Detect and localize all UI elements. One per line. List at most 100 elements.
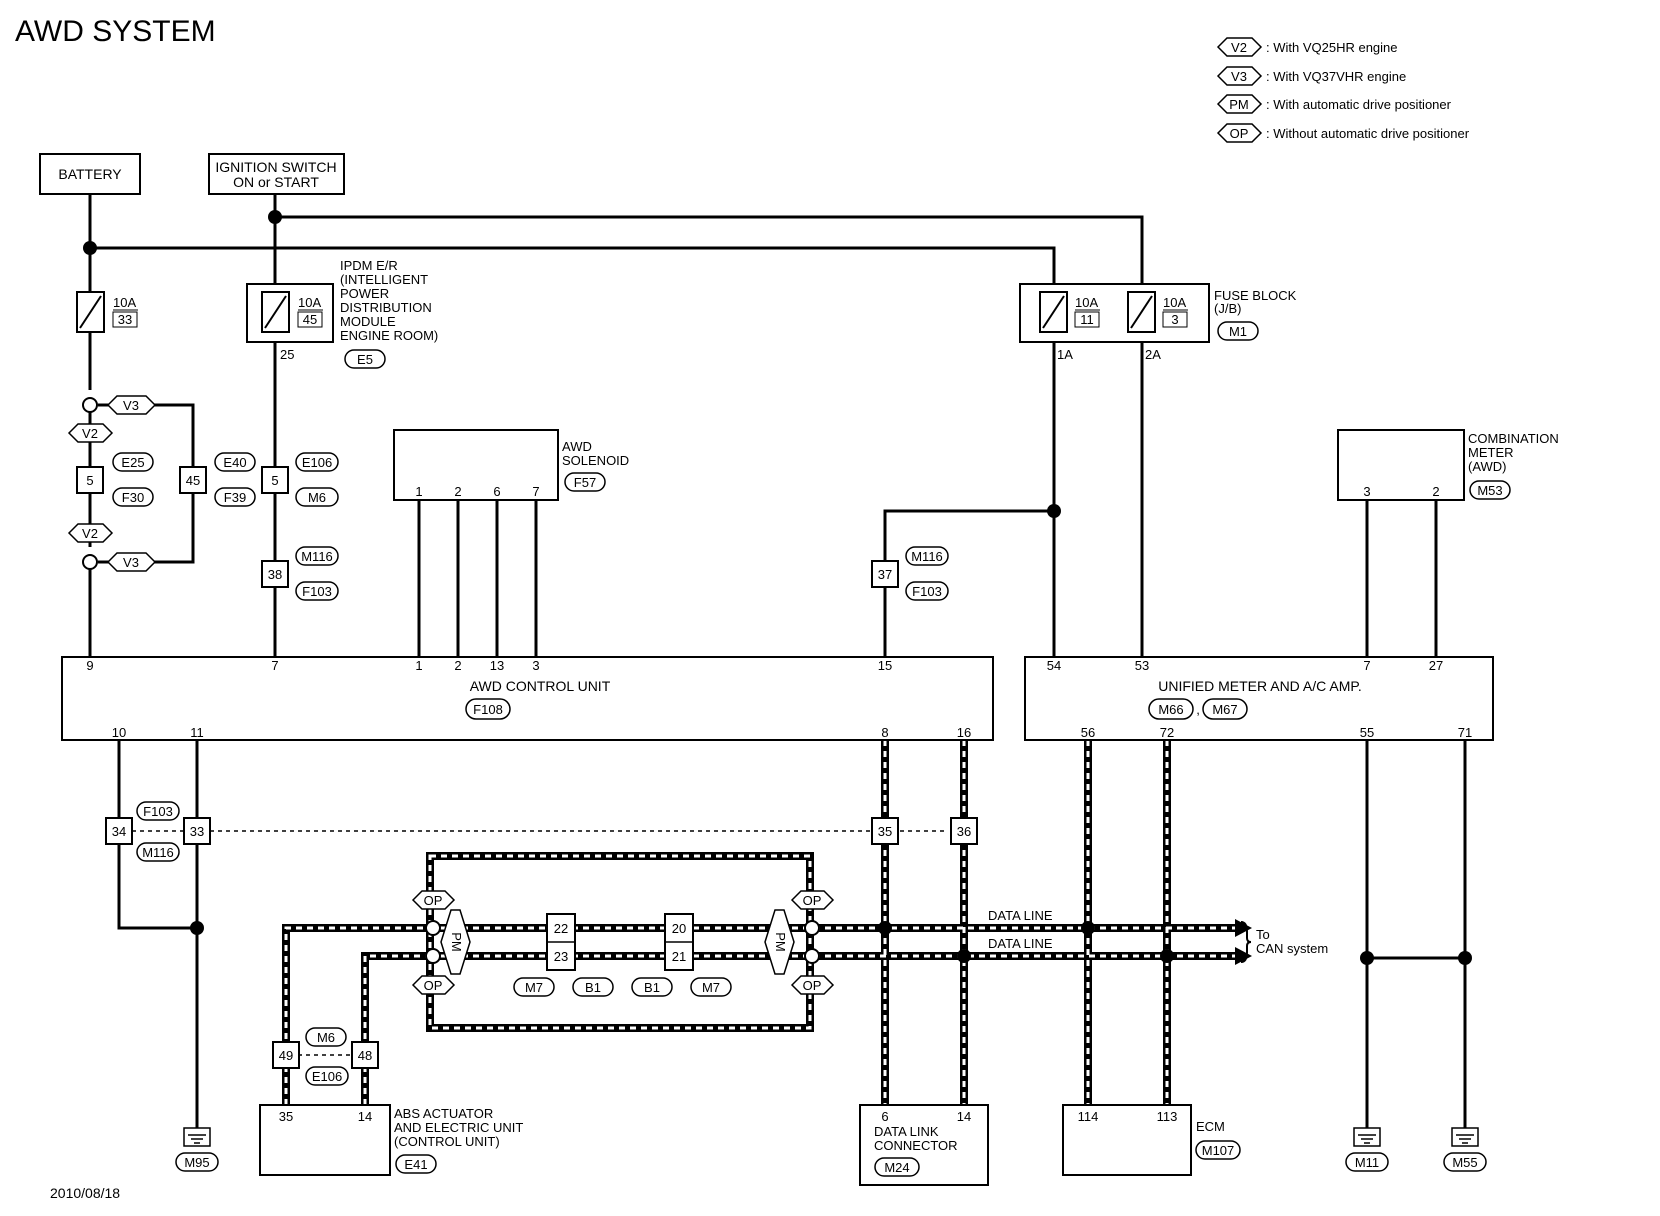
svg-text:7: 7 bbox=[271, 658, 278, 673]
svg-text:M7: M7 bbox=[525, 980, 543, 995]
svg-text:48: 48 bbox=[358, 1048, 372, 1063]
legend-text-v3: : With VQ37VHR engine bbox=[1266, 69, 1406, 84]
ground-wires bbox=[117, 740, 1467, 1128]
svg-text:10A: 10A bbox=[113, 295, 136, 310]
data-link-connector: 6 14 DATA LINK CONNECTOR M24 bbox=[859, 1104, 989, 1186]
svg-text:M116: M116 bbox=[301, 549, 333, 564]
connector-labels: E25 F30 E40 F39 E106 M6 M116 F103 M116 F… bbox=[112, 452, 949, 1086]
svg-text:1: 1 bbox=[415, 658, 422, 673]
svg-text:SOLENOID: SOLENOID bbox=[562, 453, 629, 468]
svg-text:V2: V2 bbox=[82, 426, 98, 441]
svg-text:AWD: AWD bbox=[562, 439, 592, 454]
svg-text:27: 27 bbox=[1429, 658, 1443, 673]
ground-m55: M55 bbox=[1443, 1127, 1487, 1172]
svg-text:E5: E5 bbox=[357, 352, 373, 367]
svg-text:M116: M116 bbox=[142, 845, 174, 860]
junctions bbox=[82, 210, 1472, 965]
svg-text:33: 33 bbox=[118, 312, 132, 327]
ground-symbols: M95 M11 M55 bbox=[175, 1127, 1487, 1172]
svg-text:54: 54 bbox=[1047, 658, 1061, 673]
power-wires bbox=[88, 194, 1438, 665]
svg-text:M7: M7 bbox=[702, 980, 720, 995]
svg-text:DATA LINK: DATA LINK bbox=[874, 1124, 939, 1139]
svg-text:OP: OP bbox=[424, 893, 443, 908]
svg-text:2: 2 bbox=[1432, 484, 1439, 499]
svg-text:13: 13 bbox=[490, 658, 504, 673]
unified-meter-ac-amp: UNIFIED METER AND A/C AMP. M66 , M67 54 … bbox=[1024, 656, 1494, 741]
legend-code-op: OP bbox=[1230, 126, 1249, 141]
fuse-block: 10A 11 10A 3 1A 2A FUSE BLOCK (J/B) M1 bbox=[1019, 283, 1297, 362]
svg-text:PM: PM bbox=[773, 932, 788, 952]
svg-text:2: 2 bbox=[454, 658, 461, 673]
svg-text:16: 16 bbox=[957, 725, 971, 740]
fuse-33: 10A 33 bbox=[76, 291, 138, 333]
svg-text:M6: M6 bbox=[317, 1030, 335, 1045]
svg-text:F103: F103 bbox=[912, 584, 942, 599]
svg-text:AND ELECTRIC UNIT: AND ELECTRIC UNIT bbox=[394, 1120, 523, 1135]
svg-text:DISTRIBUTION: DISTRIBUTION bbox=[340, 300, 432, 315]
svg-text:9: 9 bbox=[86, 658, 93, 673]
svg-text:(AWD): (AWD) bbox=[1468, 459, 1507, 474]
svg-text:(J/B): (J/B) bbox=[1214, 301, 1241, 316]
svg-text:20: 20 bbox=[672, 921, 686, 936]
svg-text:3: 3 bbox=[532, 658, 539, 673]
svg-text:OP: OP bbox=[803, 978, 822, 993]
svg-text:M66: M66 bbox=[1158, 702, 1183, 717]
svg-text:11: 11 bbox=[190, 725, 204, 740]
legend-code-v2: V2 bbox=[1231, 40, 1247, 55]
svg-text:V2: V2 bbox=[82, 526, 98, 541]
svg-text:6: 6 bbox=[493, 484, 500, 499]
ignition-label-2: ON or START bbox=[233, 174, 319, 190]
svg-text:10: 10 bbox=[112, 725, 126, 740]
svg-text:B1: B1 bbox=[585, 980, 601, 995]
svg-text:45: 45 bbox=[303, 312, 317, 327]
svg-text:METER: METER bbox=[1468, 445, 1514, 460]
svg-text:F103: F103 bbox=[143, 804, 173, 819]
svg-text:5: 5 bbox=[271, 473, 278, 488]
svg-text:22: 22 bbox=[554, 921, 568, 936]
svg-text:E40: E40 bbox=[223, 455, 246, 470]
svg-text:36: 36 bbox=[957, 824, 971, 839]
svg-text:OP: OP bbox=[803, 893, 822, 908]
svg-text:45: 45 bbox=[186, 473, 200, 488]
ecm: 114 113 ECM M107 bbox=[1062, 1104, 1241, 1176]
svg-text:6: 6 bbox=[881, 1109, 888, 1124]
svg-text:M53: M53 bbox=[1477, 483, 1502, 498]
ignition-label-1: IGNITION SWITCH bbox=[215, 159, 336, 175]
svg-text:53: 53 bbox=[1135, 658, 1149, 673]
variant-badges: V3 V2 V2 V3 OP OP OP OP PM PM bbox=[67, 395, 835, 995]
svg-text:F39: F39 bbox=[224, 490, 246, 505]
ignition-switch-box: IGNITION SWITCH ON or START bbox=[208, 153, 345, 195]
svg-text:PM: PM bbox=[449, 932, 464, 952]
svg-text:14: 14 bbox=[957, 1109, 971, 1124]
svg-text:25: 25 bbox=[280, 347, 294, 362]
svg-text:M55: M55 bbox=[1452, 1155, 1477, 1170]
svg-text:AWD CONTROL UNIT: AWD CONTROL UNIT bbox=[470, 678, 611, 694]
svg-text:15: 15 bbox=[878, 658, 892, 673]
svg-text:ABS ACTUATOR: ABS ACTUATOR bbox=[394, 1106, 493, 1121]
legend-text-op: : Without automatic drive positioner bbox=[1266, 126, 1470, 141]
svg-text:E25: E25 bbox=[121, 455, 144, 470]
legend-text-pm: : With automatic drive positioner bbox=[1266, 97, 1452, 112]
svg-text:E106: E106 bbox=[302, 455, 332, 470]
svg-text:M67: M67 bbox=[1212, 702, 1237, 717]
terminal-squares: 5 45 5 38 37 34 33 35 36 22 23 20 21 49 … bbox=[76, 466, 978, 1069]
svg-text:FUSE BLOCK: FUSE BLOCK bbox=[1214, 288, 1297, 303]
svg-text:F103: F103 bbox=[302, 584, 332, 599]
svg-text:E106: E106 bbox=[312, 1069, 342, 1084]
svg-text:38: 38 bbox=[268, 567, 282, 582]
battery-box: BATTERY bbox=[39, 153, 141, 195]
svg-text:M95: M95 bbox=[184, 1155, 209, 1170]
svg-text:10A: 10A bbox=[1163, 295, 1186, 310]
svg-text:F108: F108 bbox=[473, 702, 503, 717]
combination-meter: 3 2 COMBINATION METER (AWD) M53 bbox=[1337, 429, 1559, 501]
svg-text:72: 72 bbox=[1160, 725, 1174, 740]
svg-text:35: 35 bbox=[878, 824, 892, 839]
svg-text:7: 7 bbox=[532, 484, 539, 499]
ipdm-er: 10A 45 25 IPDM E/R (INTELLIGENT POWER DI… bbox=[246, 258, 438, 369]
svg-text:DATA LINE: DATA LINE bbox=[988, 936, 1053, 951]
svg-text:B1: B1 bbox=[644, 980, 660, 995]
svg-text:56: 56 bbox=[1081, 725, 1095, 740]
svg-text:2: 2 bbox=[454, 484, 461, 499]
